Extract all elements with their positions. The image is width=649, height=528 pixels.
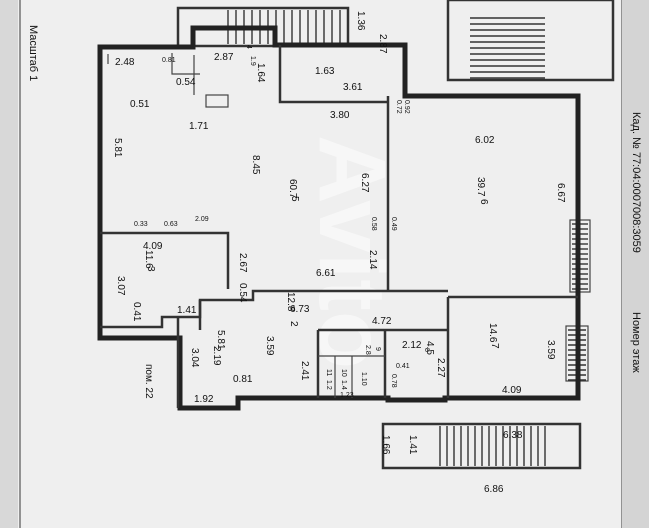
room-2-area: 12.8 xyxy=(285,292,296,312)
dim-2-27: 2.27 xyxy=(435,358,446,378)
room-2-number: 2 xyxy=(288,321,299,327)
room-9-area: 2.8 xyxy=(364,345,371,355)
dim-6-27: 6.27 xyxy=(359,173,370,193)
dim-2-67: 2.67 xyxy=(237,253,248,273)
room-11-number: 11 xyxy=(325,369,332,376)
room-7-number: 7 xyxy=(489,343,500,349)
dim-1-10: 1.10 xyxy=(360,372,367,386)
dim-1-92: 1.92 xyxy=(194,394,214,405)
floor-label: Номер этаж xyxy=(630,312,642,373)
dim-1-41: 1.41 xyxy=(177,305,197,316)
dim-2-48: 2.48 xyxy=(115,57,135,68)
dim-0-92: 0.92 xyxy=(403,100,410,114)
dim-0-51: 0.51 xyxy=(130,99,150,110)
dim-6-61: 6.61 xyxy=(316,268,336,279)
dim-4-09: 4.09 xyxy=(143,241,163,252)
left-margin-strip xyxy=(0,0,18,528)
dim-3-80: 3.80 xyxy=(330,110,350,121)
bottom-stairwell xyxy=(381,422,582,470)
dim-1-23: 1.23 xyxy=(340,392,354,399)
dimension-labels: 2.48 2.87 0.81 0.54 0.51 1.71 1.64 1.36 … xyxy=(112,11,566,495)
room-8-area: 4.5 xyxy=(424,341,435,355)
room-9-number: 9 xyxy=(374,347,381,351)
room-5-number: 5 xyxy=(289,196,300,202)
dim-2-12: 2.12 xyxy=(402,340,422,351)
dim-0-41: 0.41 xyxy=(131,302,142,322)
dim-0-72: 0.72 xyxy=(395,100,402,114)
room-5-area: 60.7 xyxy=(287,179,298,199)
room-11-area: 1.2 xyxy=(325,380,332,390)
dim-1-63: 1.63 xyxy=(315,66,335,77)
dim-0-49: 0.49 xyxy=(390,217,397,231)
room-4-area: 1.9 xyxy=(249,56,256,66)
dim-2-87: 2.87 xyxy=(214,52,234,63)
outer-wall xyxy=(97,25,581,411)
scale-label: Масштаб 1 xyxy=(27,25,39,81)
dim-4-09-b: 4.09 xyxy=(502,385,522,396)
room-3-number: 3 xyxy=(145,266,156,272)
top-right-stairwell xyxy=(446,0,615,82)
room-4-number: 4 xyxy=(245,45,252,49)
dim-1-66: 1.66 xyxy=(380,435,391,455)
dim-1-64: 1.64 xyxy=(255,63,266,83)
dim-0-63: 0.63 xyxy=(164,221,178,228)
right-margin-strip xyxy=(622,0,649,528)
dim-2-09: 2.09 xyxy=(195,216,209,223)
dim-6-38: 6.38 xyxy=(503,430,523,441)
dim-3-59-b: 3.59 xyxy=(545,340,556,360)
room-10-number: 10 xyxy=(340,369,347,377)
room-1-area: 5.8 xyxy=(215,330,226,344)
dim-3-61: 3.61 xyxy=(343,82,363,93)
pom-22-note: пом. 22 xyxy=(143,364,154,399)
dim-0-81-b: 0.81 xyxy=(233,374,253,385)
paper-sheet xyxy=(18,0,623,528)
dim-5-81: 5.81 xyxy=(112,138,123,158)
dim-6-73: 6.73 xyxy=(290,304,310,315)
dim-3-59: 3.59 xyxy=(264,336,275,356)
dim-8-45: 8.45 xyxy=(250,155,261,175)
dim-0-81: 0.81 xyxy=(162,57,176,64)
inner-walls xyxy=(100,45,578,408)
dim-6-67: 6.67 xyxy=(555,183,566,203)
dim-0-78: 0.78 xyxy=(390,374,397,388)
dim-3-07: 3.07 xyxy=(115,276,126,296)
room-10-area: 1.4 xyxy=(340,380,347,390)
dim-2-14: 2.14 xyxy=(367,250,378,270)
dim-1-41-b: 1.41 xyxy=(407,435,418,455)
room-labels: 5 60.7 6 39.7 3 11.6 2 12.8 1 5.8 7 14.6… xyxy=(143,45,500,390)
dim-3-04: 3.04 xyxy=(189,348,200,368)
dim-0-54: 0.54 xyxy=(176,77,196,88)
dim-1-71: 1.71 xyxy=(189,121,209,132)
dim-6-02: 6.02 xyxy=(475,135,495,146)
room-6-area: 39.7 xyxy=(475,177,486,197)
dim-2-19: 2.19 xyxy=(211,346,222,366)
dim-0-33: 0.33 xyxy=(134,221,148,228)
dim-0-58: 0.58 xyxy=(370,217,377,231)
room-8-number: 8 xyxy=(423,348,430,352)
dim-2-41: 2.41 xyxy=(299,361,310,381)
dim-4-72: 4.72 xyxy=(372,316,392,327)
dim-0-41-b: 0.41 xyxy=(396,363,410,370)
room-3-area: 11.6 xyxy=(143,250,154,269)
dim-0-54-b: 0.54 xyxy=(237,283,248,303)
dim-2-87-b: 2.87 xyxy=(377,34,388,54)
cadastral-number: Кад. № 77:04:0007008:3059 xyxy=(630,112,642,253)
dim-6-86: 6.86 xyxy=(484,484,504,495)
room-7-area: 14.6 xyxy=(487,323,498,343)
room-6-number: 6 xyxy=(478,199,489,205)
room-1-number: 1 xyxy=(215,344,226,350)
dim-1-36: 1.36 xyxy=(355,11,366,31)
